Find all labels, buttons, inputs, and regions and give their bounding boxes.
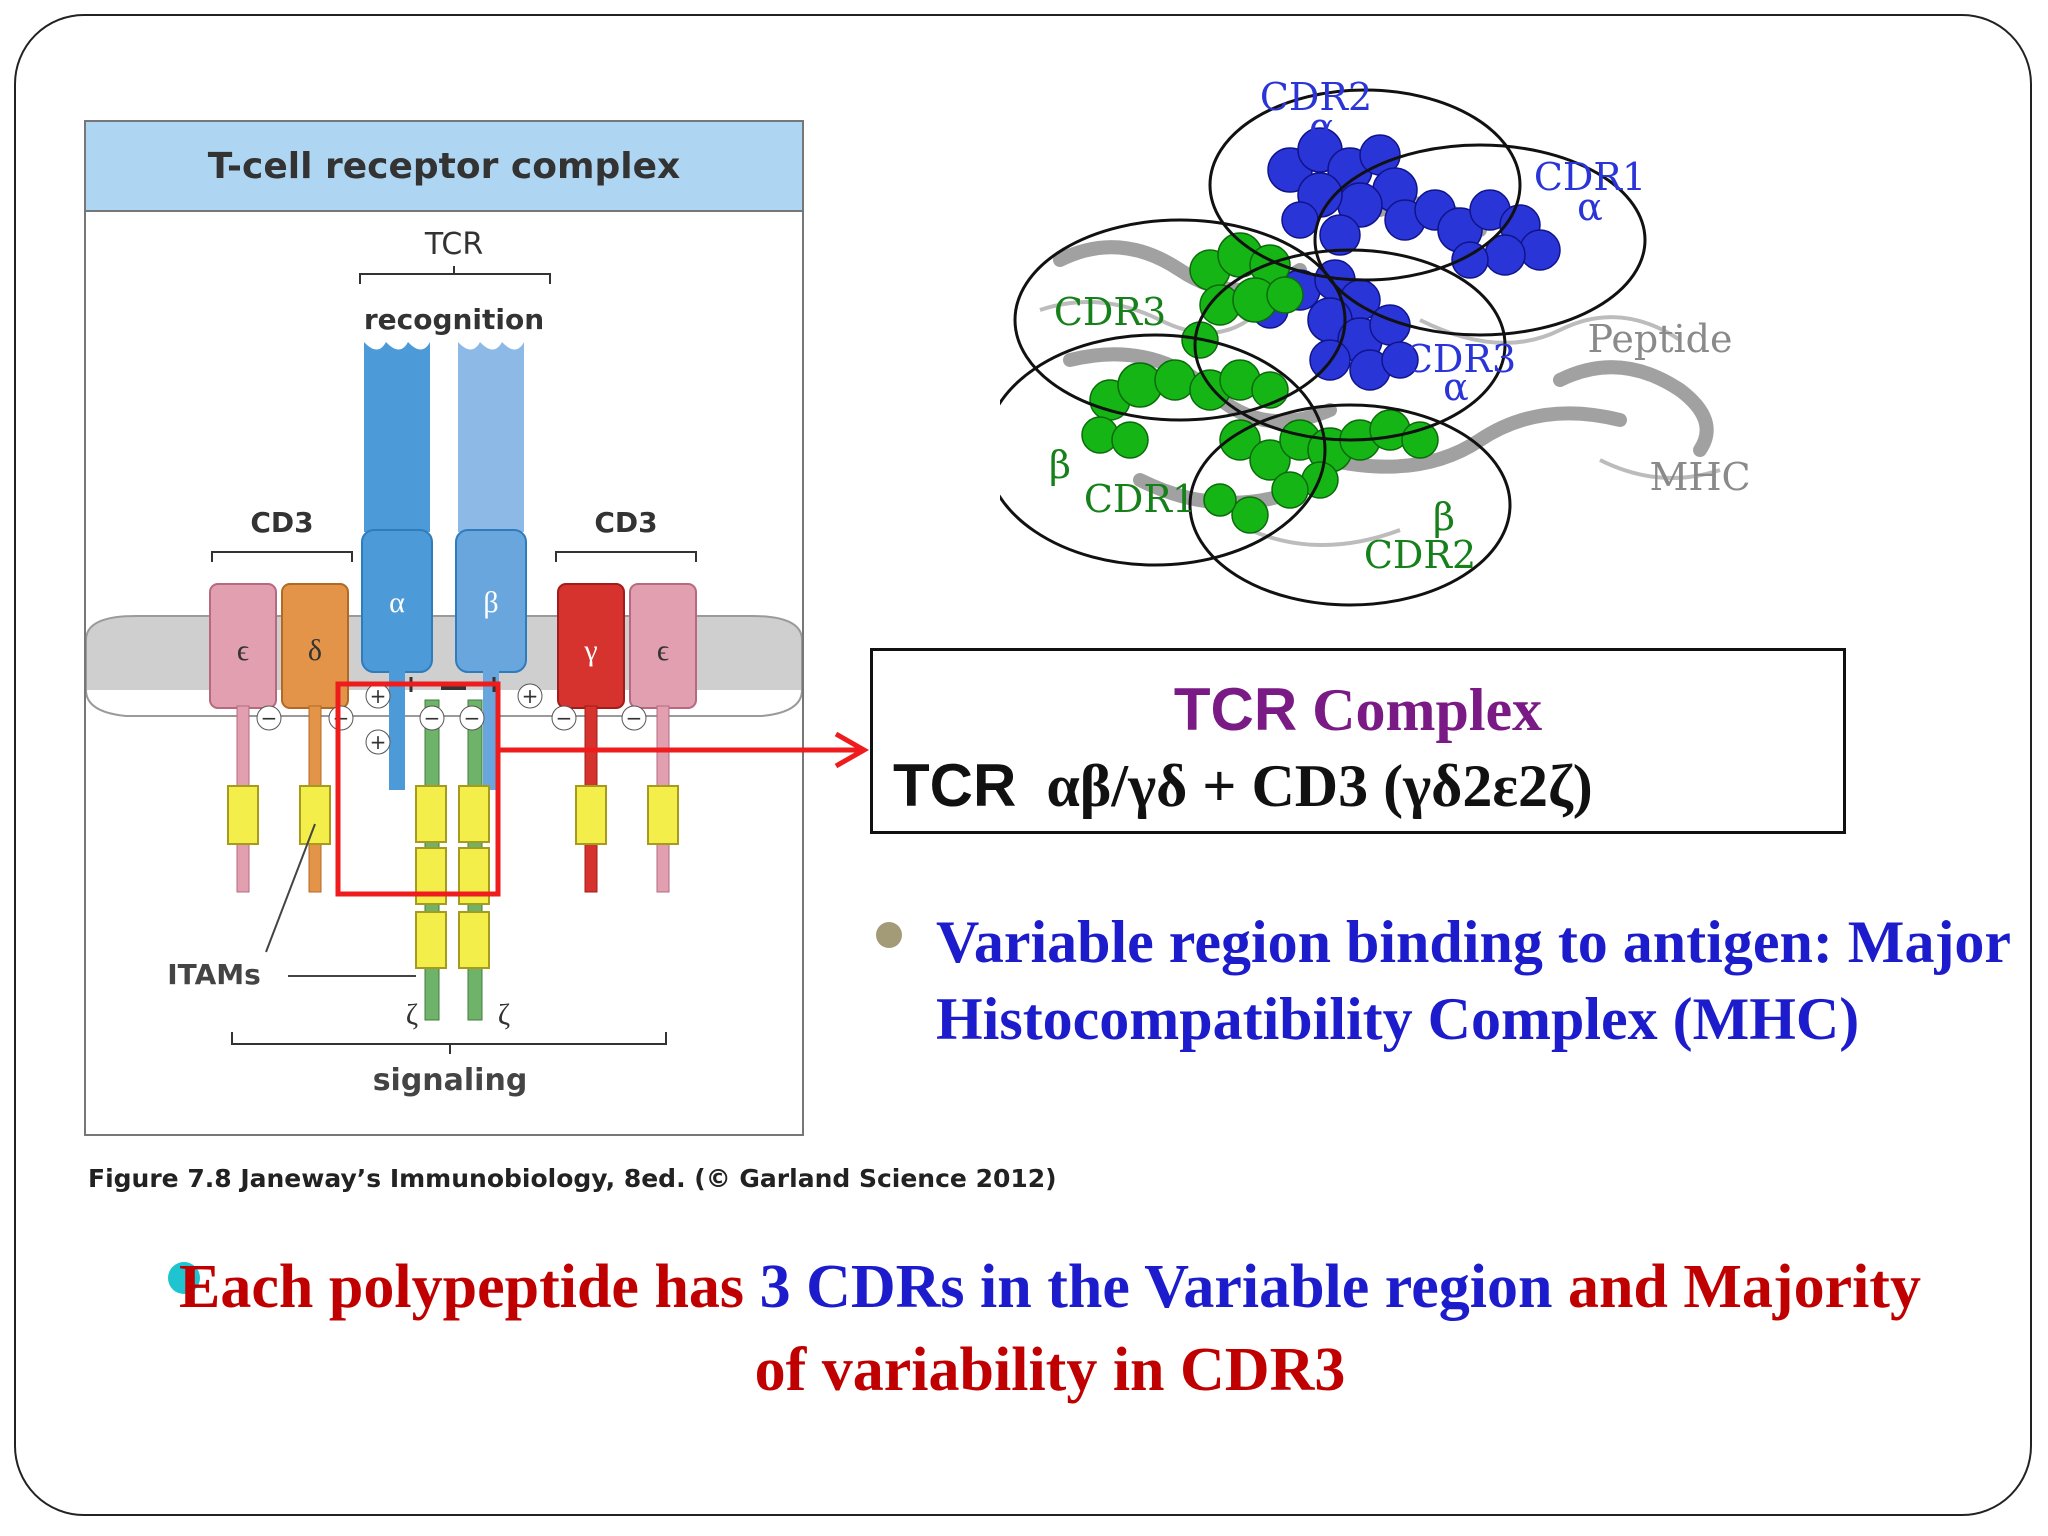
svg-text:−: − bbox=[424, 706, 441, 730]
delta-label: δ bbox=[308, 634, 322, 667]
cd3-left-label: CD3 bbox=[250, 506, 313, 539]
figure-caption: Figure 7.8 Janeway’s Immunobiology, 8ed.… bbox=[88, 1164, 1057, 1193]
tcr-complex-figure: T-cell receptor complex TCR recognition … bbox=[84, 120, 804, 1136]
label-cdr2-alpha: CDR2 bbox=[1260, 75, 1372, 119]
pointer-arrow bbox=[500, 731, 870, 769]
tcr-box-formula-rest: αβ/γδ + CD3 (γδ2ε2ζ) bbox=[1016, 753, 1593, 819]
svg-text:+: + bbox=[522, 684, 539, 708]
gamma-label: γ bbox=[583, 634, 597, 667]
cd3-delta: δ bbox=[281, 583, 349, 893]
beta-cdr-atoms bbox=[1081, 232, 1439, 534]
alpha-label: α bbox=[389, 586, 405, 619]
cdr-circles bbox=[1000, 88, 1647, 607]
label-cdr1-alpha: CDR1 bbox=[1534, 155, 1646, 199]
beta-label: β bbox=[483, 586, 498, 619]
tcr-label: TCR bbox=[424, 227, 483, 262]
bullet2-part2: 3 CDRs in the Variable region bbox=[759, 1253, 1553, 1321]
tcr-beta-chain: β bbox=[455, 342, 527, 790]
label-cdr2-beta: CDR2 bbox=[1364, 533, 1476, 577]
svg-text:−: − bbox=[556, 706, 573, 730]
cd3-right-label: CD3 bbox=[594, 506, 657, 539]
tcr-box-title-tcr: TCR bbox=[1173, 676, 1298, 743]
label-cdr3-alpha: CDR3 bbox=[1404, 337, 1516, 381]
tcr-box-formula-tcr: TCR bbox=[893, 752, 1017, 819]
zeta-chains bbox=[415, 682, 490, 1021]
bullet-dot-1 bbox=[876, 922, 902, 948]
svg-text:−: − bbox=[626, 706, 643, 730]
tcr-box-title-rest: Complex bbox=[1297, 677, 1543, 743]
svg-text:−: − bbox=[464, 706, 481, 730]
tcr-diagram: TCR recognition α β CD3 CD3 bbox=[86, 227, 802, 1098]
label-cdr1-beta: CDR1 bbox=[1084, 477, 1196, 521]
bullet2-part1: Each polypeptide has bbox=[179, 1253, 760, 1321]
svg-text:+: + bbox=[370, 730, 387, 754]
label-mhc: MHC bbox=[1649, 455, 1750, 499]
bullet2-part3: and Majority of variability in CDR3 bbox=[754, 1253, 1921, 1404]
svg-text:+: + bbox=[370, 684, 387, 708]
label-cdr1-beta-sub: β bbox=[1049, 443, 1071, 487]
label-cdr3-beta: CDR3 bbox=[1054, 290, 1166, 334]
recognition-label: recognition bbox=[364, 303, 544, 336]
label-cdr3-alpha-sub: α bbox=[1443, 365, 1469, 409]
tcr-complex-box: TCR Complex TCR αβ/γδ + CD3 (γδ2ε2ζ) bbox=[870, 648, 1846, 834]
cd3-epsilon-left: ϵ bbox=[209, 583, 277, 893]
tcr-alpha-chain: α bbox=[361, 342, 433, 790]
tcr-box-title: TCR Complex bbox=[873, 675, 1843, 745]
bullet-dot-2 bbox=[168, 1262, 200, 1294]
signaling-label: signaling bbox=[373, 1063, 528, 1098]
label-cdr2-beta-sub: β bbox=[1433, 495, 1455, 539]
highlight-box bbox=[335, 681, 501, 897]
zeta-left-label: ζ bbox=[406, 998, 418, 1031]
label-cdr1-alpha-sub: α bbox=[1577, 185, 1603, 229]
bullet-text-2: Each polypeptide has 3 CDRs in the Varia… bbox=[150, 1246, 1950, 1412]
epsilon-right-label: ϵ bbox=[657, 634, 669, 667]
label-peptide: Peptide bbox=[1588, 317, 1733, 361]
svg-text:−: − bbox=[333, 706, 350, 730]
figure-header: T-cell receptor complex bbox=[86, 122, 802, 212]
tcr-box-formula: TCR αβ/γδ + CD3 (γδ2ε2ζ) bbox=[893, 751, 1593, 821]
cdr-structure-image: CDR2 α CDR1 α CDR3 CDR3 α Peptide β CDR1… bbox=[1000, 75, 1751, 607]
zeta-right-label: ζ bbox=[498, 998, 510, 1031]
svg-text:−: − bbox=[261, 706, 278, 730]
label-cdr2-alpha-sub: α bbox=[1309, 105, 1335, 149]
figure-title: T-cell receptor complex bbox=[207, 145, 681, 187]
cd3-epsilon-right: ϵ bbox=[629, 583, 697, 893]
epsilon-left-label: ϵ bbox=[237, 634, 249, 667]
itams-label: ITAMs bbox=[167, 958, 261, 991]
bullet-text-1: Variable region binding to antigen: Majo… bbox=[936, 909, 2010, 1052]
